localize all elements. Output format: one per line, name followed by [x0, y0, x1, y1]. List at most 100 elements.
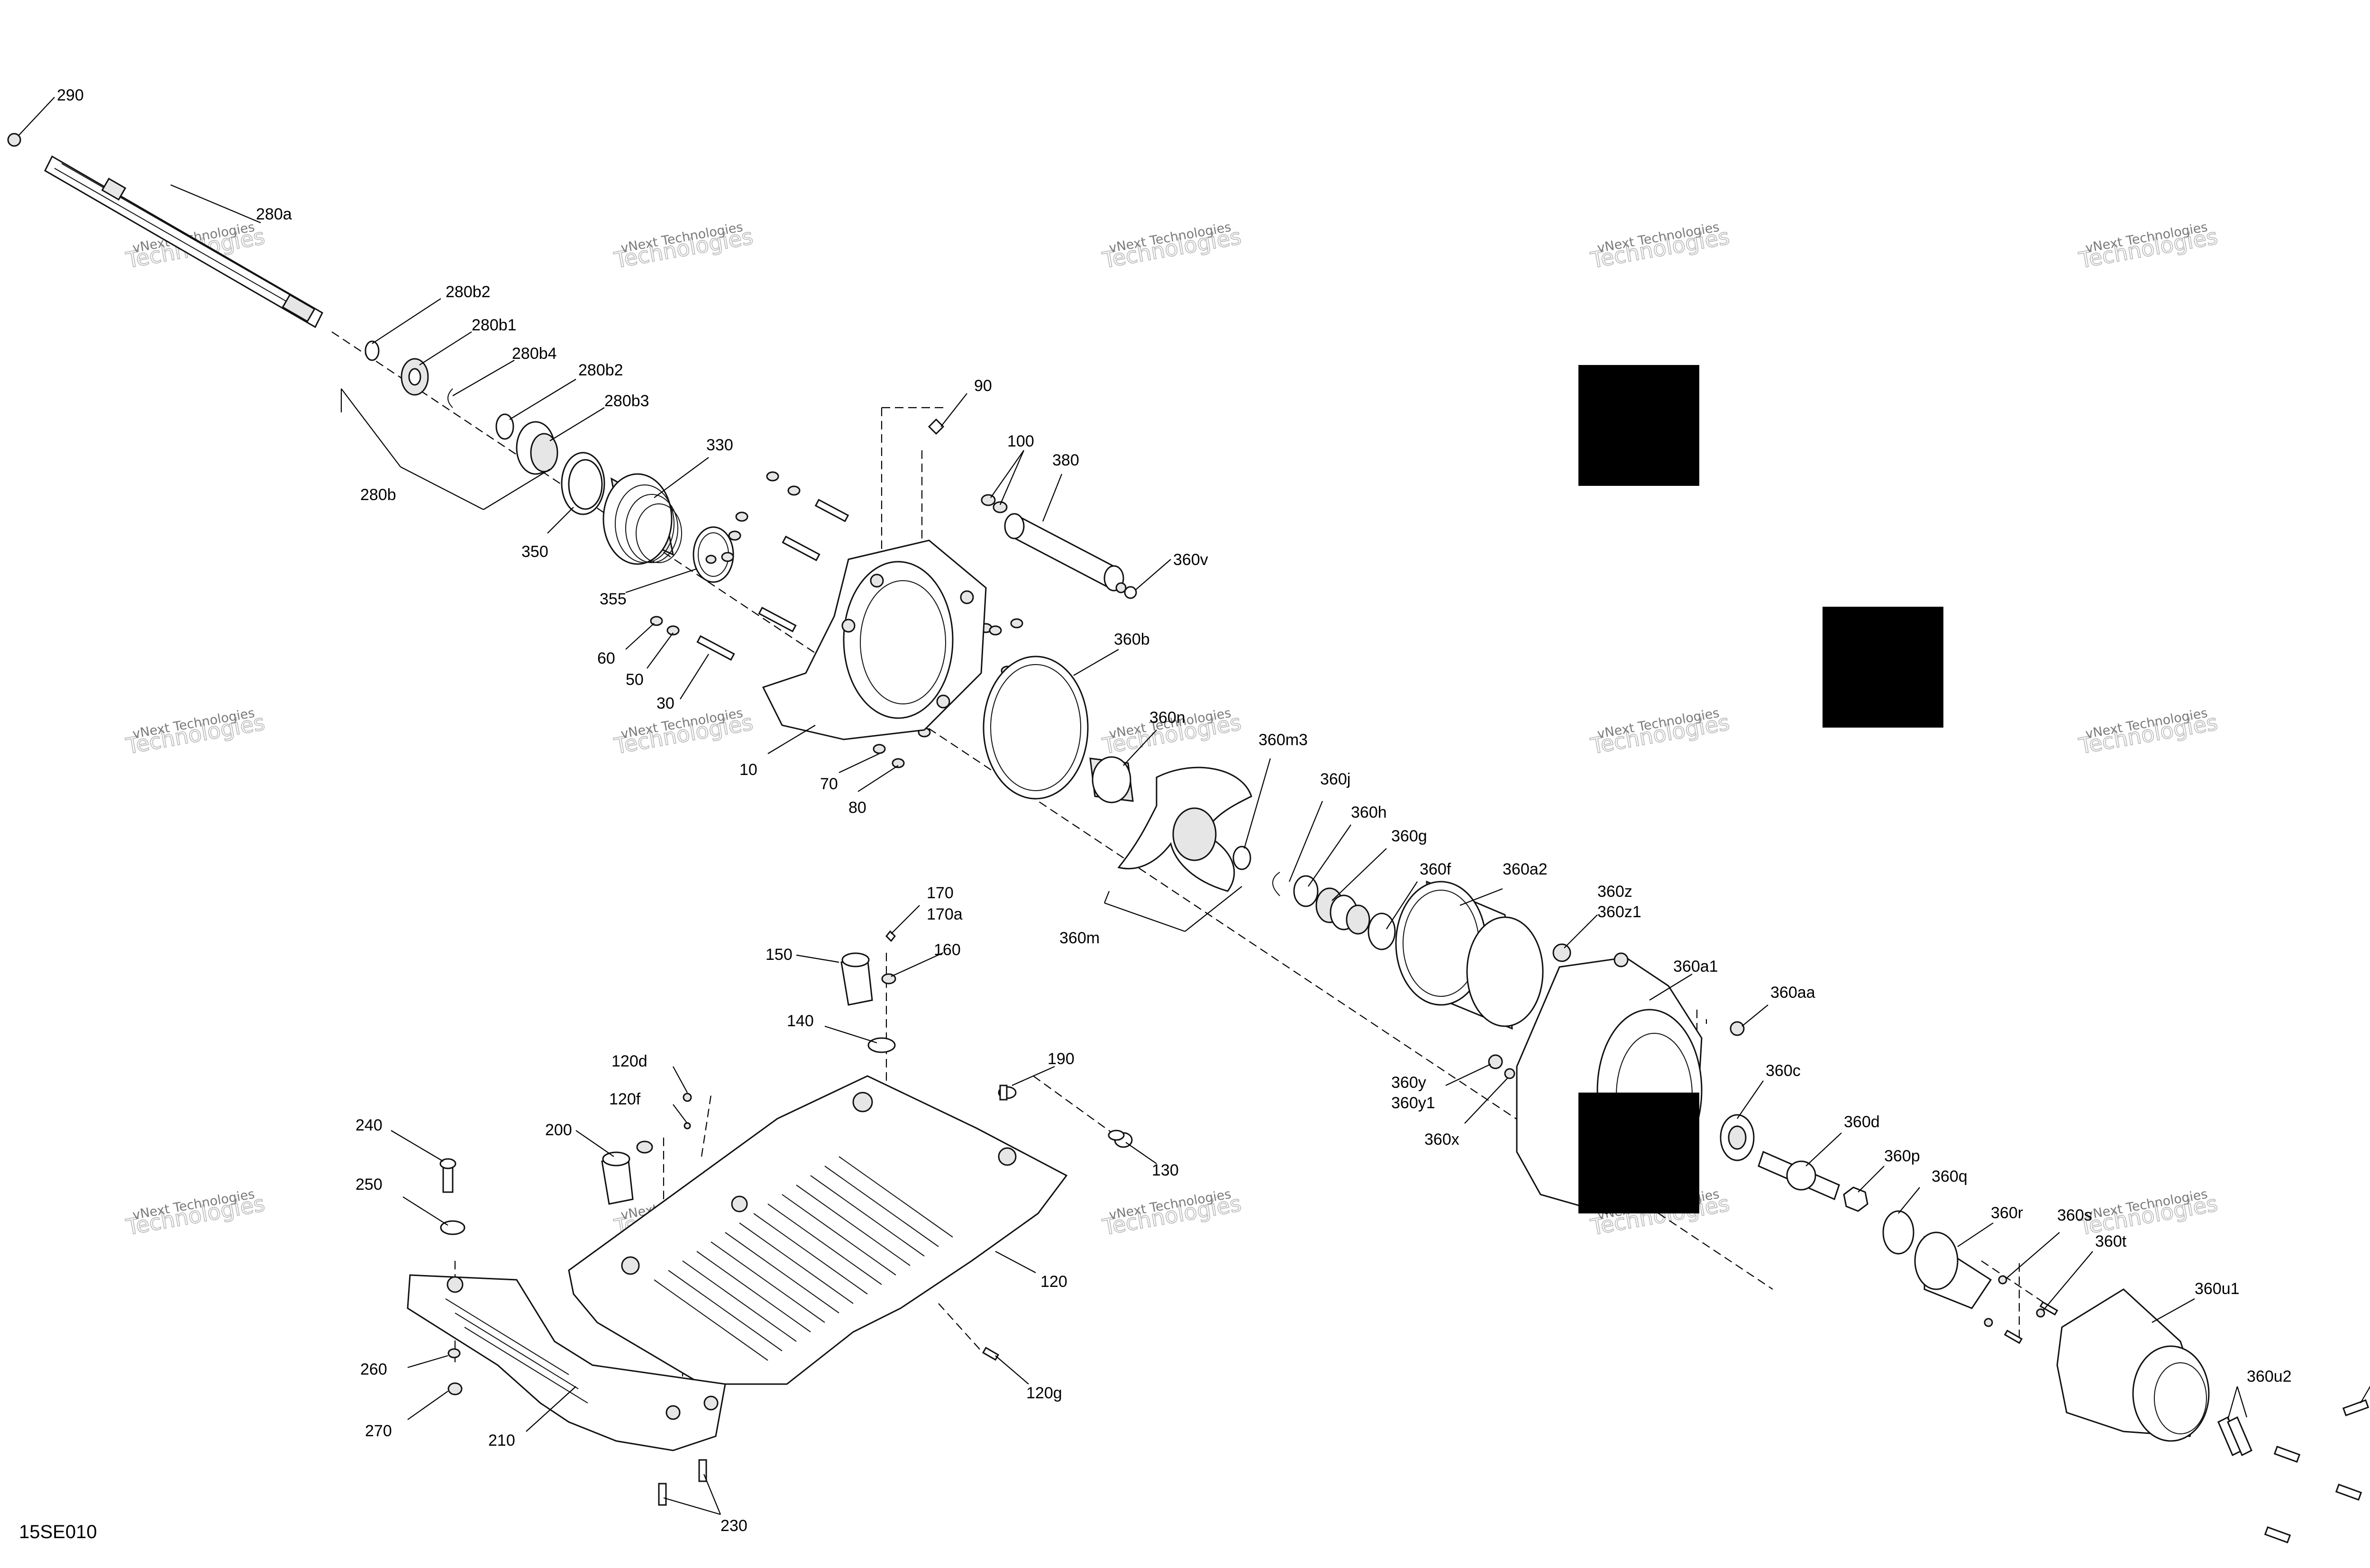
callout-280b4: 280b4	[512, 345, 557, 363]
callout-60: 60	[597, 649, 615, 667]
callout-360y: 360y	[1391, 1074, 1426, 1092]
callout-140: 140	[787, 1012, 814, 1030]
callout-120: 120	[1040, 1273, 1067, 1291]
callout-90: 90	[974, 377, 992, 395]
callout-380: 380	[1052, 451, 1079, 469]
callout-360j: 360j	[1320, 770, 1350, 788]
callout-10: 10	[739, 761, 757, 779]
callout-360a2: 360a2	[1503, 860, 1548, 878]
callout-330: 330	[706, 436, 733, 454]
callout-labels: 290 280a 280b2 280b1 280b4 280b2 280b3 2…	[57, 86, 2292, 1535]
callout-360m3: 360m3	[1258, 731, 1308, 749]
callout-160: 160	[934, 941, 961, 959]
parts-layer	[7, 133, 2370, 1543]
ride-plate-120	[568, 1075, 1068, 1385]
callout-360r: 360r	[1991, 1204, 2023, 1222]
callout-190: 190	[1048, 1050, 1075, 1068]
callout-360z1: 360z1	[1597, 903, 1641, 921]
pump-housing-10	[762, 539, 987, 740]
callout-360m: 360m	[1059, 929, 1100, 947]
ring-360b	[983, 656, 1089, 800]
callout-355: 355	[600, 590, 627, 608]
callout-150: 150	[766, 946, 793, 964]
callout-290: 290	[57, 86, 84, 104]
seal-kit-280b	[365, 340, 558, 475]
callout-360u2: 360u2	[2247, 1367, 2292, 1386]
callout-360v: 360v	[1173, 551, 1208, 569]
callout-280b3: 280b3	[604, 392, 649, 410]
callout-280b1: 280b1	[472, 316, 517, 334]
callout-360z: 360z	[1597, 883, 1632, 901]
boot-and-clamps	[561, 452, 734, 583]
callout-210: 210	[488, 1431, 515, 1449]
callout-360n: 360n	[1149, 709, 1185, 727]
callout-250: 250	[356, 1176, 383, 1194]
callout-360y1: 360y1	[1391, 1094, 1435, 1112]
callout-360p: 360p	[1884, 1147, 1920, 1165]
redaction-blocks	[1578, 365, 1943, 1213]
callout-360s: 360s	[2057, 1206, 2092, 1224]
venturi-360u1	[2056, 1288, 2252, 1457]
callout-360h: 360h	[1351, 803, 1387, 821]
callout-360d: 360d	[1844, 1113, 1880, 1131]
callout-350: 350	[521, 543, 548, 561]
callout-360c: 360c	[1766, 1062, 1801, 1080]
callout-360q: 360q	[1932, 1167, 1968, 1185]
callout-360t: 360t	[2095, 1232, 2127, 1250]
callout-360u1: 360u1	[2195, 1280, 2240, 1298]
callout-280a: 280a	[256, 205, 292, 223]
callout-120d: 120d	[611, 1052, 647, 1070]
redaction-block	[1823, 607, 1943, 728]
callout-100: 100	[1007, 432, 1034, 450]
callout-270: 270	[365, 1422, 392, 1440]
callout-200: 200	[545, 1121, 572, 1139]
callout-70: 70	[820, 775, 838, 793]
wear-ring-360a2	[1395, 880, 1544, 1030]
drive-shaft-280a	[7, 133, 323, 328]
callout-280b: 280b	[360, 486, 396, 504]
leader-lines	[18, 97, 2370, 1515]
callout-170: 170	[927, 884, 954, 902]
callout-240: 240	[356, 1116, 383, 1134]
callout-360a1: 360a1	[1673, 957, 1718, 975]
stator-internals	[1720, 1114, 1914, 1255]
impeller-360m	[1089, 756, 1252, 892]
cone-360r	[1914, 1231, 1992, 1309]
callout-360aa: 360aa	[1770, 984, 1815, 1002]
redaction-block	[1578, 365, 1699, 486]
callout-360g: 360g	[1391, 827, 1427, 845]
callout-280b2: 280b2	[446, 283, 491, 301]
callout-360x: 360x	[1424, 1130, 1459, 1149]
callout-30: 30	[656, 694, 675, 712]
callout-80: 80	[848, 799, 866, 817]
callout-230: 230	[720, 1517, 747, 1535]
callout-280b2-b: 280b2	[578, 361, 623, 379]
screws-360s-360t	[1984, 1275, 2059, 1344]
callout-170a: 170a	[927, 905, 963, 923]
callout-120f: 120f	[609, 1090, 641, 1108]
redaction-block	[1578, 1093, 1699, 1213]
plate-fins	[654, 1156, 953, 1361]
screws-360w	[2264, 1399, 2370, 1543]
callout-360b: 360b	[1114, 630, 1150, 648]
callout-50: 50	[626, 671, 644, 689]
callout-130: 130	[1152, 1161, 1179, 1179]
fittings-200	[601, 1093, 1000, 1361]
callout-260: 260	[360, 1360, 387, 1378]
diagram-code: 15SE010	[19, 1522, 97, 1542]
intake-grate-210	[407, 1274, 726, 1451]
callout-120g: 120g	[1026, 1384, 1062, 1402]
